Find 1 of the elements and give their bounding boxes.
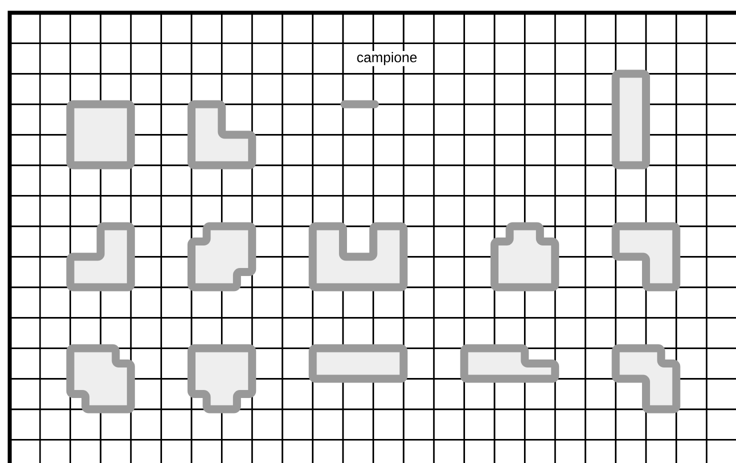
sample-label: campione (356, 51, 418, 66)
